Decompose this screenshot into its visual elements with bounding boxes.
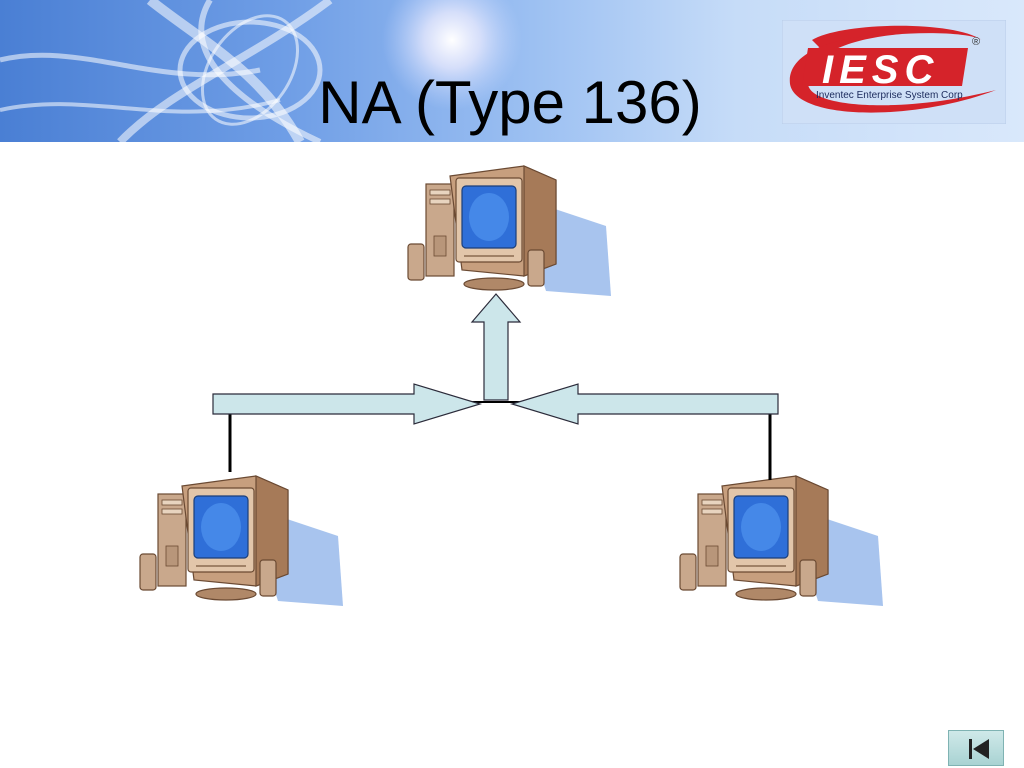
header-banner: NA (Type 136) IESC ® Inventec Enterprise… xyxy=(0,0,1024,142)
network-diagram xyxy=(139,165,884,607)
logo-swoosh xyxy=(782,20,1006,124)
arrow-from-right xyxy=(509,383,779,425)
computer-bottom-right xyxy=(679,475,884,607)
slide-title: NA (Type 136) xyxy=(318,69,702,136)
banner-swirl-decoration xyxy=(0,0,522,142)
logo-wordmark: IESC xyxy=(822,48,940,92)
first-slide-button[interactable] xyxy=(948,730,1004,766)
first-slide-icon xyxy=(969,739,989,759)
arrow-from-left xyxy=(212,383,483,425)
company-logo: IESC ® Inventec Enterprise System Corp xyxy=(782,20,1006,124)
logo-registered-mark: ® xyxy=(972,36,981,48)
logo-tagline: Inventec Enterprise System Corp xyxy=(816,90,963,101)
arrow-up xyxy=(470,293,522,401)
computer-bottom-left xyxy=(139,475,344,607)
computer-top xyxy=(407,165,612,297)
